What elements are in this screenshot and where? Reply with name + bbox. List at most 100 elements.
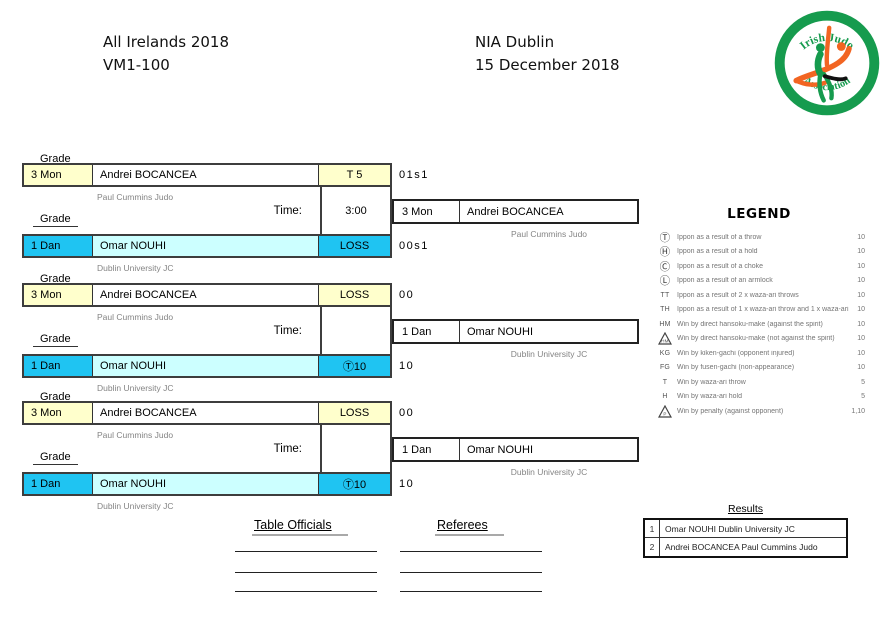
grade-label: Grade <box>33 333 78 347</box>
player2-row: 1 Dan Omar NOUHI LOSS <box>22 234 392 258</box>
time-cell <box>320 307 392 354</box>
player1-row: 3 Mon Andrei BOCANCEA LOSS <box>22 401 392 425</box>
venue: NIA Dublin <box>475 33 555 51</box>
player1-scoreboard: 00 <box>399 289 415 301</box>
player1-name-cell: Andrei BOCANCEA <box>93 165 319 185</box>
winner-club: Paul Cummins Judo <box>510 229 588 239</box>
penalty-triangle-icon: P <box>653 404 677 418</box>
kg-code: KG <box>659 349 671 357</box>
signature-line <box>400 551 542 552</box>
legend-title: LEGEND <box>727 206 791 222</box>
player1-score-cell: LOSS <box>319 285 390 305</box>
winner-name: Andrei BOCANCEA <box>467 205 564 218</box>
player2-score-cell: Ⓣ10 <box>319 356 390 376</box>
time-label: Time: <box>273 442 302 455</box>
table-officials-heading: Table Officials <box>252 518 348 536</box>
player1-row: 3 Mon Andrei BOCANCEA LOSS <box>22 283 392 307</box>
winner-box: 3 Mon Andrei BOCANCEA <box>392 199 639 224</box>
grade-label: Grade <box>33 213 78 227</box>
winner-grade: 1 Dan <box>394 439 460 460</box>
player2-row: 1 Dan Omar NOUHI Ⓣ10 <box>22 354 392 378</box>
legend-row: Ⓛ Ippon as a result of an armlock 10 <box>653 274 865 289</box>
results-table: 1 Omar NOUHI Dublin University JC 2 Andr… <box>643 518 848 558</box>
player1-club: Paul Cummins Judo <box>97 192 174 202</box>
winner-grade: 3 Mon <box>394 201 460 222</box>
page-title: All Irelands 2018 <box>103 33 229 51</box>
player1-club: Paul Cummins Judo <box>97 430 174 440</box>
player1-scoreboard: 00 <box>399 407 415 419</box>
player2-name-cell: Omar NOUHI <box>93 236 319 256</box>
t-code: T <box>662 378 668 386</box>
legend-row: HM Win by direct hansoku-make (against t… <box>653 317 865 332</box>
svg-text:HM: HM <box>661 339 668 344</box>
player2-club: Dublin University JC <box>97 383 174 393</box>
player1-grade-cell: 3 Mon <box>24 403 93 423</box>
match-block-1: Grade 3 Mon Andrei BOCANCEA T 5 Paul Cum… <box>0 153 665 278</box>
winner-club: Dublin University JC <box>510 349 588 359</box>
svg-text:P: P <box>663 411 666 416</box>
winner-club: Dublin University JC <box>510 467 588 477</box>
player2-score-cell: LOSS <box>319 236 390 256</box>
second-place: Andrei BOCANCEA Paul Cummins Judo <box>665 542 818 552</box>
time-cell <box>320 425 392 472</box>
signature-line <box>235 572 377 573</box>
legend-row: P Win by penalty (against opponent) 1,10 <box>653 404 865 419</box>
time-label: Time: <box>273 204 302 217</box>
player1-score-cell: T 5 <box>319 165 390 185</box>
legend-row: Ⓗ Ippon as a result of a hold 10 <box>653 245 865 260</box>
th-code: TH <box>660 306 670 314</box>
player1-scoreboard: 01s1 <box>399 169 429 181</box>
result-row-2: 2 Andrei BOCANCEA Paul Cummins Judo <box>645 538 846 556</box>
signature-line <box>235 551 377 552</box>
player2-score-cell: Ⓣ10 <box>319 474 390 494</box>
legend-row: TH Ippon as a result of 1 x waza-ari thr… <box>653 303 865 318</box>
player2-name-cell: Omar NOUHI <box>93 474 319 494</box>
referees-heading: Referees <box>435 518 504 536</box>
ippon-choke-icon: Ⓒ <box>659 260 671 273</box>
player2-name-cell: Omar NOUHI <box>93 356 319 376</box>
time-value: 3:00 <box>345 204 367 217</box>
player2-scoreboard: 10 <box>399 360 415 372</box>
legend-row: H Win by waza-ari hold 5 <box>653 390 865 405</box>
grade-label: Grade <box>33 451 78 465</box>
winner-name: Omar NOUHI <box>467 443 533 456</box>
legend-row: HM Win by direct hansoku-make (not again… <box>653 332 865 347</box>
player2-grade-cell: 1 Dan <box>24 236 93 256</box>
match-block-3: Grade 3 Mon Andrei BOCANCEA LOSS Paul Cu… <box>0 391 665 516</box>
hm-code: HM <box>659 320 671 328</box>
player2-scoreboard: 00s1 <box>399 240 429 252</box>
player1-row: 3 Mon Andrei BOCANCEA T 5 <box>22 163 392 187</box>
player2-grade-cell: 1 Dan <box>24 356 93 376</box>
time-cell: 3:00 <box>320 187 392 234</box>
result-row-1: 1 Omar NOUHI Dublin University JC <box>645 520 846 538</box>
player1-club: Paul Cummins Judo <box>97 312 174 322</box>
first-place: Omar NOUHI Dublin University JC <box>665 523 795 534</box>
player2-scoreboard: 10 <box>399 478 415 490</box>
results-title: Results <box>727 503 763 515</box>
player2-club: Dublin University JC <box>97 263 174 273</box>
player1-grade-cell: 3 Mon <box>24 285 93 305</box>
legend-row: Ⓒ Ippon as a result of a choke 10 <box>653 259 865 274</box>
winner-box: 1 Dan Omar NOUHI <box>392 437 639 462</box>
legend-row: TT Ippon as a result of 2 x waza-ari thr… <box>653 288 865 303</box>
time-label: Time: <box>273 324 302 337</box>
player2-club: Dublin University JC <box>97 501 174 511</box>
results-panel: Results 1 Omar NOUHI Dublin University J… <box>643 503 848 558</box>
player1-name-cell: Andrei BOCANCEA <box>93 285 319 305</box>
category-title: VM1-100 <box>103 56 170 74</box>
player1-grade-cell: 3 Mon <box>24 165 93 185</box>
h-code: H <box>662 393 668 401</box>
hm-triangle-icon: HM <box>653 332 677 345</box>
legend-row: T Win by waza-ari throw 5 <box>653 375 865 390</box>
event-date: 15 December 2018 <box>475 56 620 74</box>
irish-judo-association-logo: Irish Judo Association <box>772 8 882 123</box>
ippon-armlock-icon: Ⓛ <box>659 275 671 288</box>
ippon-hold-icon: Ⓗ <box>659 246 671 259</box>
player2-grade-cell: 1 Dan <box>24 474 93 494</box>
legend-row: FG Win by fusen-gachi (non-appearance) 1… <box>653 361 865 376</box>
logo-graphic: Irish Judo Association <box>774 10 880 116</box>
tt-code: TT <box>660 291 670 299</box>
player1-name-cell: Andrei BOCANCEA <box>93 403 319 423</box>
player2-row: 1 Dan Omar NOUHI Ⓣ10 <box>22 472 392 496</box>
